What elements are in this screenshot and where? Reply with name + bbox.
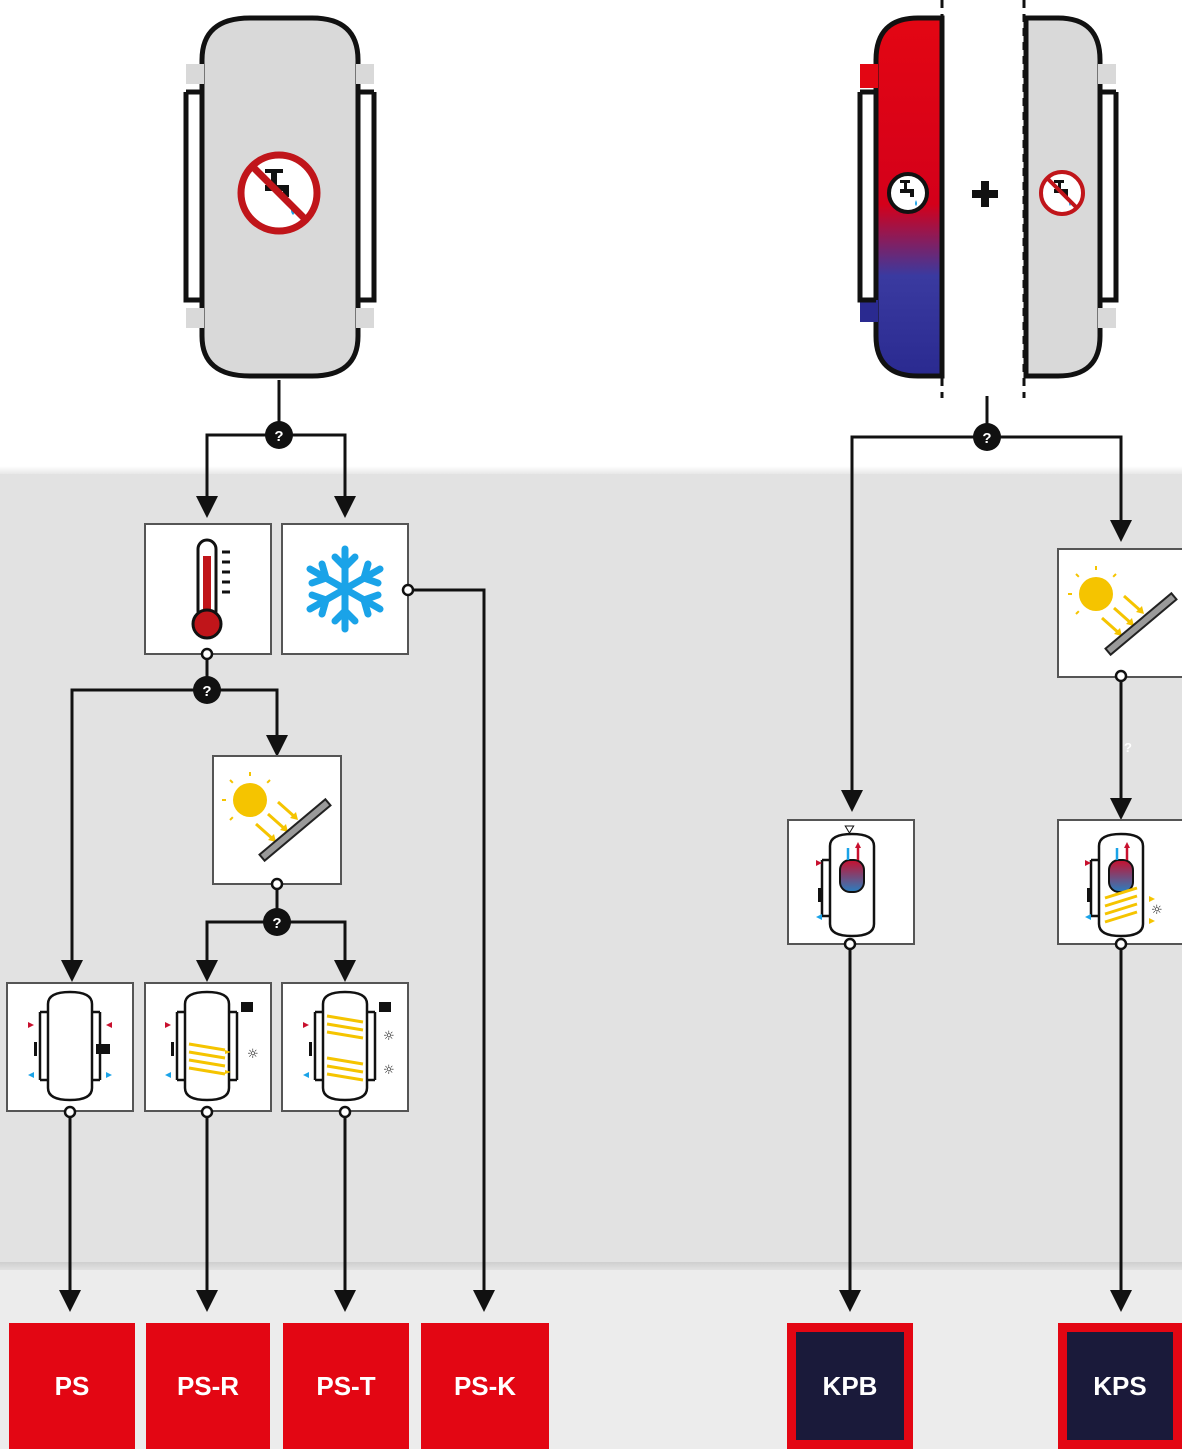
buffer-solar-schematic-icon: ☼ [165,990,259,1102]
band-divider-bottom [0,1262,1182,1272]
combi-solar-schematic-icon: ☼ [1085,832,1163,938]
no-drinking-water-small-icon [1039,170,1085,216]
decision-marker-label: ? [202,683,211,700]
buffer-schematic-icon [28,990,112,1102]
band-divider-top [0,466,1182,476]
result-ps-button[interactable]: PS [9,1323,135,1449]
result-ps-r-button[interactable]: PS-R [146,1323,270,1449]
right-arrowheads [839,520,1132,1312]
snowflake-icon [306,545,384,633]
decision-marker-label: ? [274,428,283,445]
solar-option[interactable] [212,755,342,885]
decision-marker: ? [193,676,221,704]
product-kpb-schematic[interactable]: ⛛ [787,819,915,945]
result-ps-k-button[interactable]: PS-K [421,1323,549,1449]
decision-marker-label: ? [272,915,281,932]
decision-marker-label: ? [982,430,991,447]
decision-marker-faint: ? [1124,740,1132,755]
drinking-water-icon [887,172,929,214]
svg-text:⛛: ⛛ [844,823,855,838]
svg-text:☼: ☼ [247,1047,259,1062]
result-kps-label: KPS [1093,1370,1147,1401]
svg-text:☼: ☼ [1151,903,1163,918]
left-connectors [68,380,486,1297]
buffer-tank-icon [183,15,377,379]
product-kps-schematic[interactable]: ☼ [1057,819,1182,945]
thermometer-icon [191,538,230,640]
cooling-option[interactable] [281,523,409,655]
decision-marker-label: ? [1124,740,1132,755]
svg-text:☼: ☼ [383,1029,395,1044]
result-kpb-label: KPB [822,1370,878,1401]
result-kps-button[interactable]: KPS [1058,1323,1182,1449]
heating-option[interactable] [144,523,272,655]
result-kpb-button[interactable]: KPB [787,1323,913,1449]
result-ps-k-label: PS-K [453,1370,517,1401]
no-drinking-water-icon [237,151,321,235]
svg-text:☼: ☼ [383,1063,395,1078]
decision-marker: ? [263,908,291,936]
buffer-twin-solar-schematic-icon: ☼ ☼ [303,990,395,1102]
product-ps-schematic[interactable] [6,982,134,1112]
product-ps-t-schematic[interactable]: ☼ ☼ [281,982,409,1112]
result-ps-t-button[interactable]: PS-T [283,1323,409,1449]
left-arrowheads [59,496,495,1312]
decision-marker: ? [265,421,293,449]
plus-icon [972,181,998,207]
result-ps-t-label: PS-T [316,1370,376,1401]
solar-option-right[interactable] [1057,548,1182,678]
product-ps-r-schematic[interactable]: ☼ [144,982,272,1112]
result-ps-label: PS [54,1370,90,1401]
result-ps-r-label: PS-R [176,1370,240,1401]
combi-tank-icon [857,0,1119,398]
combi-schematic-icon: ⛛ [816,823,876,938]
decision-marker: ? [973,423,1001,451]
